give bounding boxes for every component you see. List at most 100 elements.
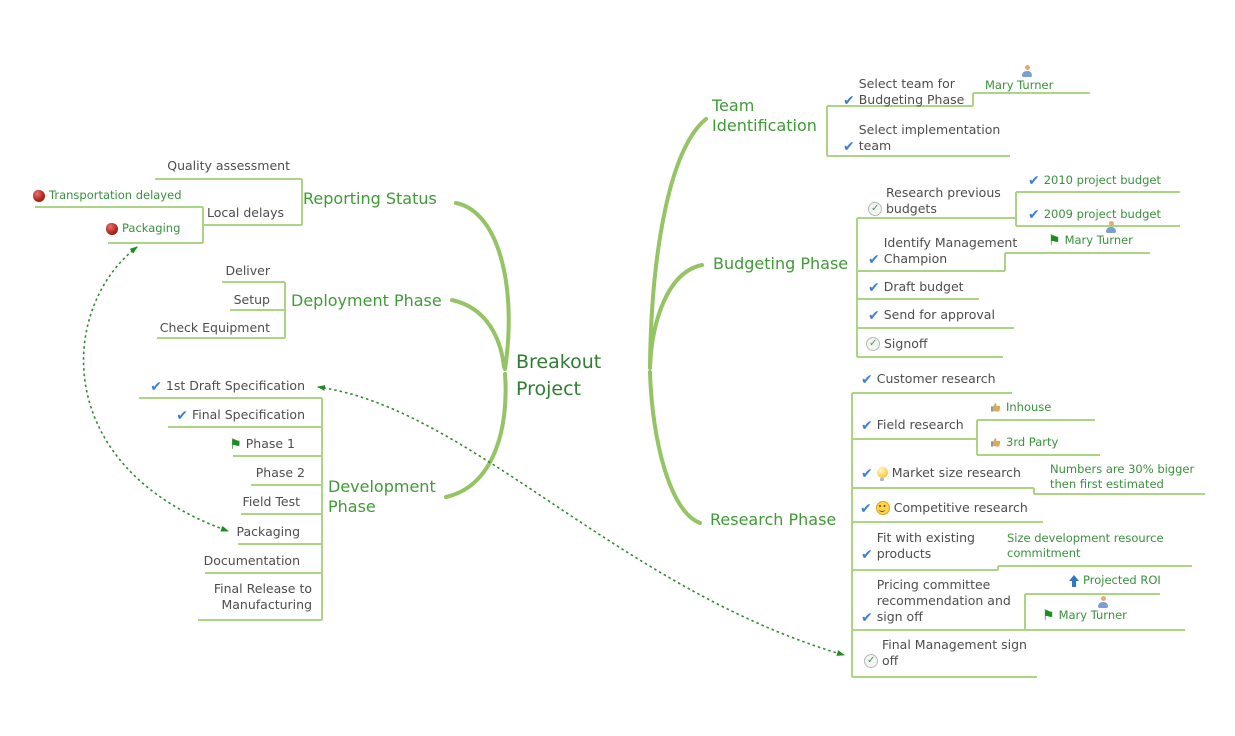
green-flag-icon: ⚑ bbox=[1048, 233, 1061, 249]
node-pricing-committee[interactable]: ✔ Pricing committee recommendation and s… bbox=[861, 577, 1015, 625]
blue-check-icon: ✔ bbox=[861, 466, 873, 482]
node-signoff[interactable]: Signoff bbox=[866, 336, 928, 352]
green-circle-check-icon bbox=[866, 336, 880, 352]
blue-check-icon: ✔ bbox=[861, 610, 873, 626]
node-label: Competitive research bbox=[893, 500, 1028, 515]
branch-deployment-phase[interactable]: Deployment Phase bbox=[291, 291, 442, 310]
node-packaging-reporting[interactable]: Packaging bbox=[106, 221, 180, 236]
blue-check-icon: ✔ bbox=[860, 501, 872, 517]
node-phase-2[interactable]: Phase 2 bbox=[256, 465, 305, 481]
node-label: Phase 1 bbox=[245, 436, 295, 451]
green-circle-check-icon bbox=[864, 653, 878, 669]
node-mary-turner-research[interactable]: ⚑ Mary Turner bbox=[1042, 596, 1127, 623]
node-label: Send for approval bbox=[883, 307, 995, 322]
node-field-research[interactable]: ✔ Field research bbox=[861, 417, 964, 433]
node-label: Projected ROI bbox=[1083, 573, 1161, 587]
green-circle-check-icon bbox=[868, 201, 882, 217]
node-label: 3rd Party bbox=[1006, 435, 1059, 449]
node-draft-budget[interactable]: ✔ Draft budget bbox=[868, 279, 964, 295]
node-check-equipment[interactable]: Check Equipment bbox=[160, 320, 270, 336]
node-inhouse[interactable]: Inhouse bbox=[989, 400, 1051, 415]
person-icon bbox=[1021, 65, 1033, 77]
blue-check-icon: ✔ bbox=[868, 252, 880, 268]
node-label: Research previous budgets bbox=[886, 185, 1001, 216]
node-mary-turner-budgeting[interactable]: ⚑ Mary Turner bbox=[1048, 221, 1133, 249]
relationship-curves[interactable] bbox=[82, 246, 845, 656]
node-label: Deliver bbox=[225, 263, 271, 278]
node-transportation-delayed[interactable]: Transportation delayed bbox=[33, 188, 182, 203]
node-field-test[interactable]: Field Test bbox=[243, 494, 300, 510]
node-fit-with-existing-products[interactable]: ✔ Fit with existing products bbox=[861, 530, 985, 562]
node-label: Mary Turner bbox=[985, 78, 1054, 92]
red-drop-icon bbox=[33, 190, 45, 202]
node-1st-draft-specification[interactable]: ✔ 1st Draft Specification bbox=[150, 378, 305, 394]
node-deliver[interactable]: Deliver bbox=[226, 263, 271, 279]
node-market-note[interactable]: Numbers are 30% bigger then first estima… bbox=[1050, 462, 1208, 492]
node-packaging-development[interactable]: Packaging bbox=[237, 524, 300, 540]
node-label: 2010 project budget bbox=[1043, 173, 1161, 187]
node-local-delays[interactable]: Local delays bbox=[207, 205, 284, 221]
blue-check-icon: ✔ bbox=[1028, 173, 1040, 189]
node-final-release-manufacturing[interactable]: Final Release to Manufacturing bbox=[190, 581, 312, 613]
blue-check-icon: ✔ bbox=[868, 280, 880, 296]
node-identify-management-champion[interactable]: ✔ Identify Management Champion bbox=[868, 235, 1026, 267]
branch-development-phase[interactable]: Development Phase bbox=[328, 477, 436, 516]
node-label: 2009 project budget bbox=[1043, 207, 1161, 221]
blue-check-icon: ✔ bbox=[868, 308, 880, 324]
node-2010-project-budget[interactable]: ✔ 2010 project budget bbox=[1028, 173, 1161, 188]
node-setup[interactable]: Setup bbox=[234, 292, 270, 308]
branch-budgeting-phase[interactable]: Budgeting Phase bbox=[713, 254, 849, 273]
node-final-specification[interactable]: ✔ Final Specification bbox=[176, 407, 305, 423]
node-select-team-budgeting[interactable]: ✔ Select team for Budgeting Phase bbox=[843, 76, 981, 108]
node-market-size-research[interactable]: ✔ Market size research bbox=[861, 465, 1021, 481]
node-label: Field Test bbox=[242, 494, 300, 509]
node-label: Select team for Budgeting Phase bbox=[858, 76, 965, 107]
node-quality-assessment[interactable]: Quality assessment bbox=[167, 158, 290, 174]
node-final-management-sign-off[interactable]: Final Management sign off bbox=[864, 637, 1034, 669]
node-label: Setup bbox=[233, 292, 270, 307]
node-fit-note[interactable]: Size development resource commitment bbox=[1007, 531, 1177, 561]
node-label: 1st Draft Specification bbox=[165, 378, 305, 393]
node-label: Market size research bbox=[891, 465, 1021, 480]
node-customer-research[interactable]: ✔ Customer research bbox=[861, 371, 996, 387]
blue-check-icon: ✔ bbox=[843, 139, 855, 155]
branch-research-phase[interactable]: Research Phase bbox=[710, 510, 837, 529]
node-2009-project-budget[interactable]: ✔ 2009 project budget bbox=[1028, 207, 1161, 222]
node-label: Mary Turner bbox=[1064, 233, 1133, 247]
node-3rd-party[interactable]: 3rd Party bbox=[989, 435, 1058, 450]
smiley-icon bbox=[875, 501, 890, 515]
node-mary-turner-team[interactable]: Mary Turner bbox=[985, 65, 1054, 93]
blue-check-icon: ✔ bbox=[176, 408, 188, 424]
node-label: Quality assessment bbox=[167, 158, 290, 173]
node-label: Check Equipment bbox=[159, 320, 270, 335]
blue-check-icon: ✔ bbox=[1028, 207, 1040, 223]
node-label: Numbers are 30% bigger then first estima… bbox=[1050, 462, 1195, 491]
node-label: Size development resource commitment bbox=[1007, 531, 1164, 560]
node-label: Transportation delayed bbox=[49, 188, 182, 202]
node-select-implementation-team[interactable]: ✔ Select implementation team bbox=[843, 122, 1017, 154]
node-competitive-research[interactable]: ✔ Competitive research bbox=[860, 500, 1028, 516]
node-label: Final Release to Manufacturing bbox=[213, 581, 312, 612]
node-label: Customer research bbox=[876, 371, 996, 386]
blue-check-icon: ✔ bbox=[861, 372, 873, 388]
branch-team-identification[interactable]: Team Identification bbox=[712, 96, 817, 135]
blue-check-icon: ✔ bbox=[843, 93, 855, 109]
node-send-for-approval[interactable]: ✔ Send for approval bbox=[868, 307, 995, 323]
node-projected-roi[interactable]: Projected ROI bbox=[1068, 573, 1161, 588]
node-label: Packaging bbox=[236, 524, 300, 539]
central-topic[interactable]: Breakout Project bbox=[516, 351, 602, 400]
blue-check-icon: ✔ bbox=[861, 418, 873, 434]
node-label: Pricing committee recommendation and sig… bbox=[876, 577, 1011, 624]
blue-check-icon: ✔ bbox=[150, 379, 162, 395]
node-label: Signoff bbox=[884, 336, 928, 351]
node-label: Mary Turner bbox=[1058, 608, 1127, 622]
node-label: Final Specification bbox=[191, 407, 305, 422]
branch-reporting-status[interactable]: Reporting Status bbox=[303, 189, 437, 208]
node-label: Documentation bbox=[203, 553, 300, 568]
node-label: Final Management sign off bbox=[882, 637, 1027, 668]
node-documentation[interactable]: Documentation bbox=[204, 553, 300, 569]
node-research-previous-budgets[interactable]: Research previous budgets bbox=[868, 185, 1006, 217]
node-label: Inhouse bbox=[1006, 400, 1052, 414]
node-phase-1[interactable]: ⚑ Phase 1 bbox=[229, 436, 295, 452]
